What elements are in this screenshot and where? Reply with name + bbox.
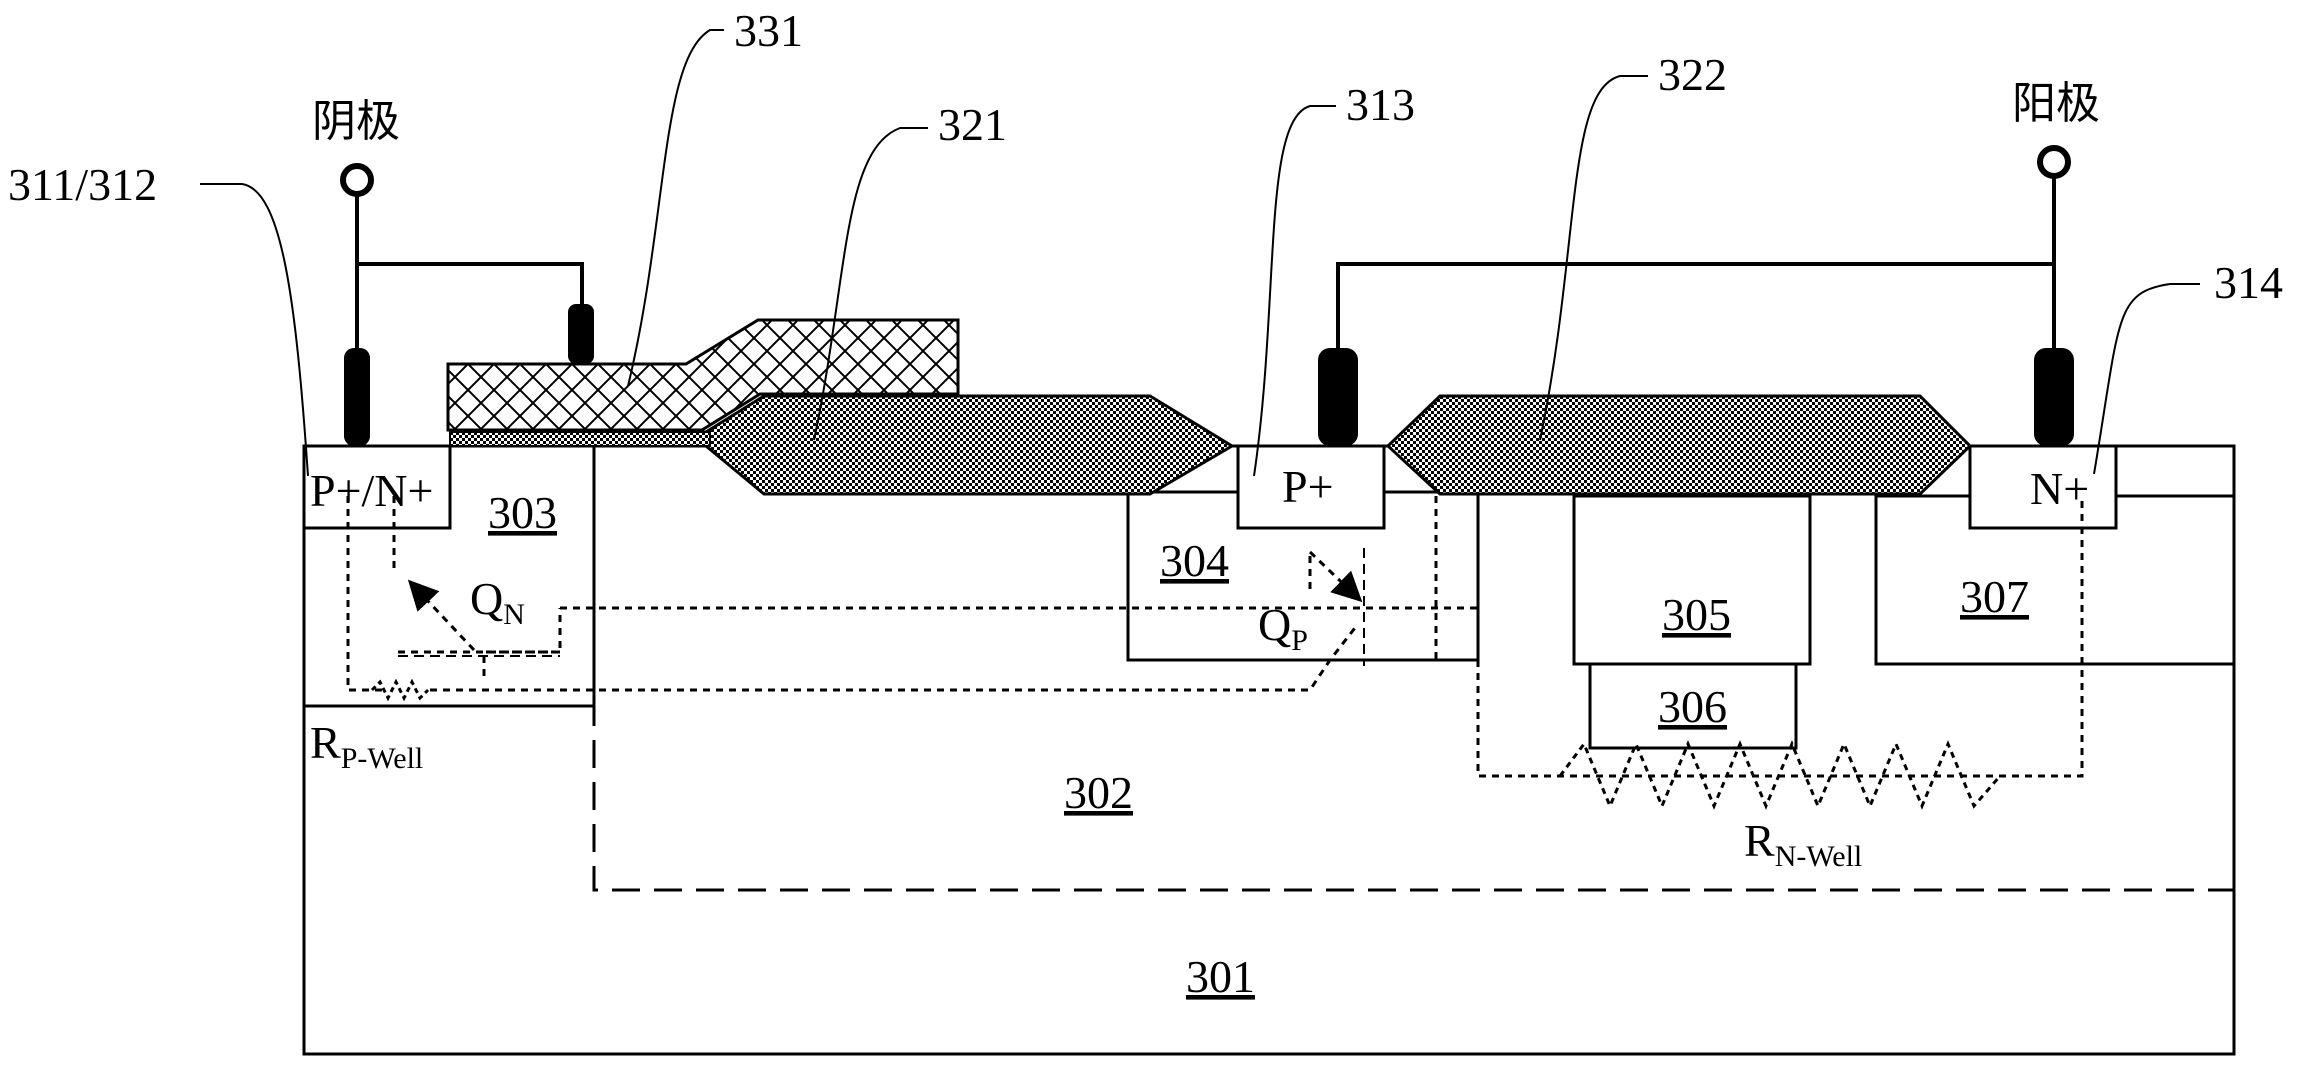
plug-313 — [1318, 348, 1358, 446]
region-label-306: 306 — [1658, 681, 1727, 732]
region-label-303: 303 — [488, 487, 557, 538]
rpwell-label: RP-Well — [310, 717, 423, 775]
callout-331: 331 — [734, 5, 803, 56]
rpwell-resistor — [370, 678, 430, 702]
region-306 — [1588, 662, 1798, 750]
region-label-302: 302 — [1064, 767, 1133, 818]
leader-311 — [200, 183, 309, 477]
callout-322: 322 — [1658, 49, 1727, 100]
gate-oxide — [449, 431, 711, 447]
leader-313 — [1253, 105, 1336, 477]
region-label-304: 304 — [1160, 535, 1229, 586]
cathode-wire — [355, 196, 584, 348]
rnwell-label: RN-Well — [1744, 815, 1862, 873]
field-oxide-322 — [1385, 394, 1973, 496]
plug-cathode — [344, 348, 370, 446]
qp-emitter-arrow — [1308, 550, 1363, 603]
qn-label: QN — [470, 573, 525, 631]
leader-314 — [2093, 283, 2200, 475]
callout-314: 314 — [2214, 257, 2283, 308]
qn-emitter-arrow — [407, 579, 476, 652]
contact-p-n — [302, 444, 452, 530]
plug-314 — [2034, 348, 2074, 446]
contact-n-314 — [1968, 444, 2118, 530]
plug-gate — [568, 304, 594, 364]
callout-321: 321 — [938, 99, 1007, 150]
contact-p-313 — [1236, 444, 1386, 530]
doping-mid: P+ — [1282, 461, 1334, 512]
leader-321 — [813, 127, 928, 441]
region-label-301: 301 — [1186, 951, 1255, 1002]
region-label-305: 305 — [1662, 589, 1731, 640]
leader-331 — [627, 29, 724, 387]
cathode-terminal — [340, 163, 374, 197]
doping-left: P+/N+ — [310, 465, 433, 516]
callout-313: 313 — [1346, 79, 1415, 130]
region-label-307: 307 — [1960, 571, 2029, 622]
callout-311-312: 311/312 — [8, 159, 157, 210]
qp-label: QP — [1258, 599, 1308, 657]
anode-label: 阳极 — [2012, 78, 2100, 129]
rnwell-resistor — [1558, 740, 2002, 810]
anode-terminal — [2037, 145, 2071, 179]
anode-wire — [1336, 178, 2056, 348]
doping-right: N+ — [2030, 463, 2089, 514]
leader-322 — [1539, 75, 1648, 441]
cathode-label: 阴极 — [312, 96, 400, 147]
field-oxide-321 — [449, 394, 1235, 496]
